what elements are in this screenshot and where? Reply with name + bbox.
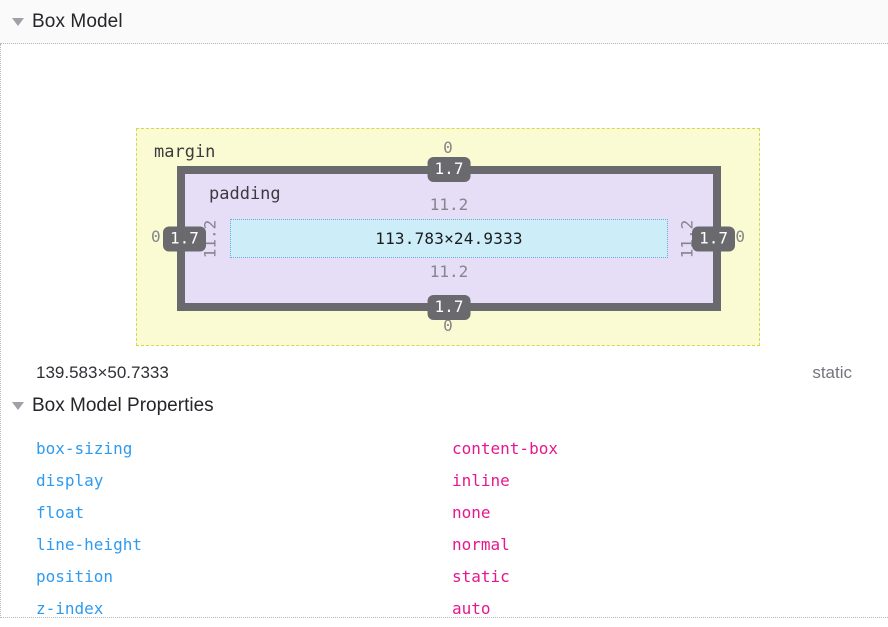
property-value[interactable]: content-box (452, 438, 558, 458)
margin-right-value[interactable]: 0 (735, 227, 745, 246)
box-model-panel-header[interactable]: Box Model (0, 0, 888, 44)
properties-section-title: Box Model Properties (32, 395, 214, 416)
element-size-row: 139.583×50.7333 static (0, 356, 888, 390)
padding-bottom-value[interactable]: 11.2 (429, 262, 469, 281)
box-model-diagram: margin 0 0 0 0 border padding 11.2 11.2 … (0, 44, 888, 346)
property-name[interactable]: position (36, 566, 114, 586)
property-row[interactable]: z-index auto (0, 592, 888, 624)
border-right-value[interactable]: 1.7 (692, 226, 735, 251)
border-region[interactable]: border padding 11.2 11.2 11.2 11.2 113.7… (163, 157, 735, 320)
margin-region-label: margin (154, 142, 216, 162)
property-name[interactable]: z-index (36, 598, 104, 618)
padding-region[interactable]: padding 11.2 11.2 11.2 11.2 113.783×24.9… (185, 174, 713, 303)
triangle-down-icon[interactable] (12, 17, 24, 26)
content-region[interactable]: 113.783×24.9333 (230, 219, 668, 258)
property-name[interactable]: float (36, 502, 85, 522)
content-size-label[interactable]: 113.783×24.9333 (375, 229, 523, 248)
page-title: Box Model (32, 10, 123, 32)
element-size-label: 139.583×50.7333 (36, 363, 169, 382)
property-name[interactable]: box-sizing (36, 438, 133, 458)
box-model-properties-list: box-sizing content-box display inline fl… (0, 432, 888, 624)
element-position-label: static (812, 363, 852, 382)
border-bottom-value[interactable]: 1.7 (427, 295, 471, 320)
property-row[interactable]: position static (0, 560, 888, 592)
property-value[interactable]: none (452, 502, 491, 522)
bottom-divider (0, 617, 888, 618)
triangle-down-icon[interactable] (12, 402, 24, 410)
property-name[interactable]: display (36, 470, 104, 490)
padding-top-value[interactable]: 11.2 (429, 195, 469, 214)
box-model-properties-header[interactable]: Box Model Properties (0, 395, 888, 417)
property-value[interactable]: inline (452, 470, 510, 490)
margin-region[interactable]: margin 0 0 0 0 border padding 11.2 11.2 … (136, 128, 760, 346)
left-divider (0, 44, 1, 618)
property-value[interactable]: auto (452, 598, 491, 618)
property-row[interactable]: display inline (0, 464, 888, 496)
margin-bottom-value[interactable]: 0 (443, 316, 453, 335)
property-row[interactable]: box-sizing content-box (0, 432, 888, 464)
padding-region-label: padding (209, 184, 281, 204)
margin-left-value[interactable]: 0 (151, 227, 161, 246)
property-row[interactable]: float none (0, 496, 888, 528)
border-left-value[interactable]: 1.7 (163, 226, 206, 251)
property-value[interactable]: normal (452, 534, 510, 554)
property-row[interactable]: line-height normal (0, 528, 888, 560)
margin-top-value[interactable]: 0 (443, 138, 453, 157)
property-name[interactable]: line-height (36, 534, 142, 554)
property-value[interactable]: static (452, 566, 510, 586)
border-top-value[interactable]: 1.7 (427, 157, 471, 182)
